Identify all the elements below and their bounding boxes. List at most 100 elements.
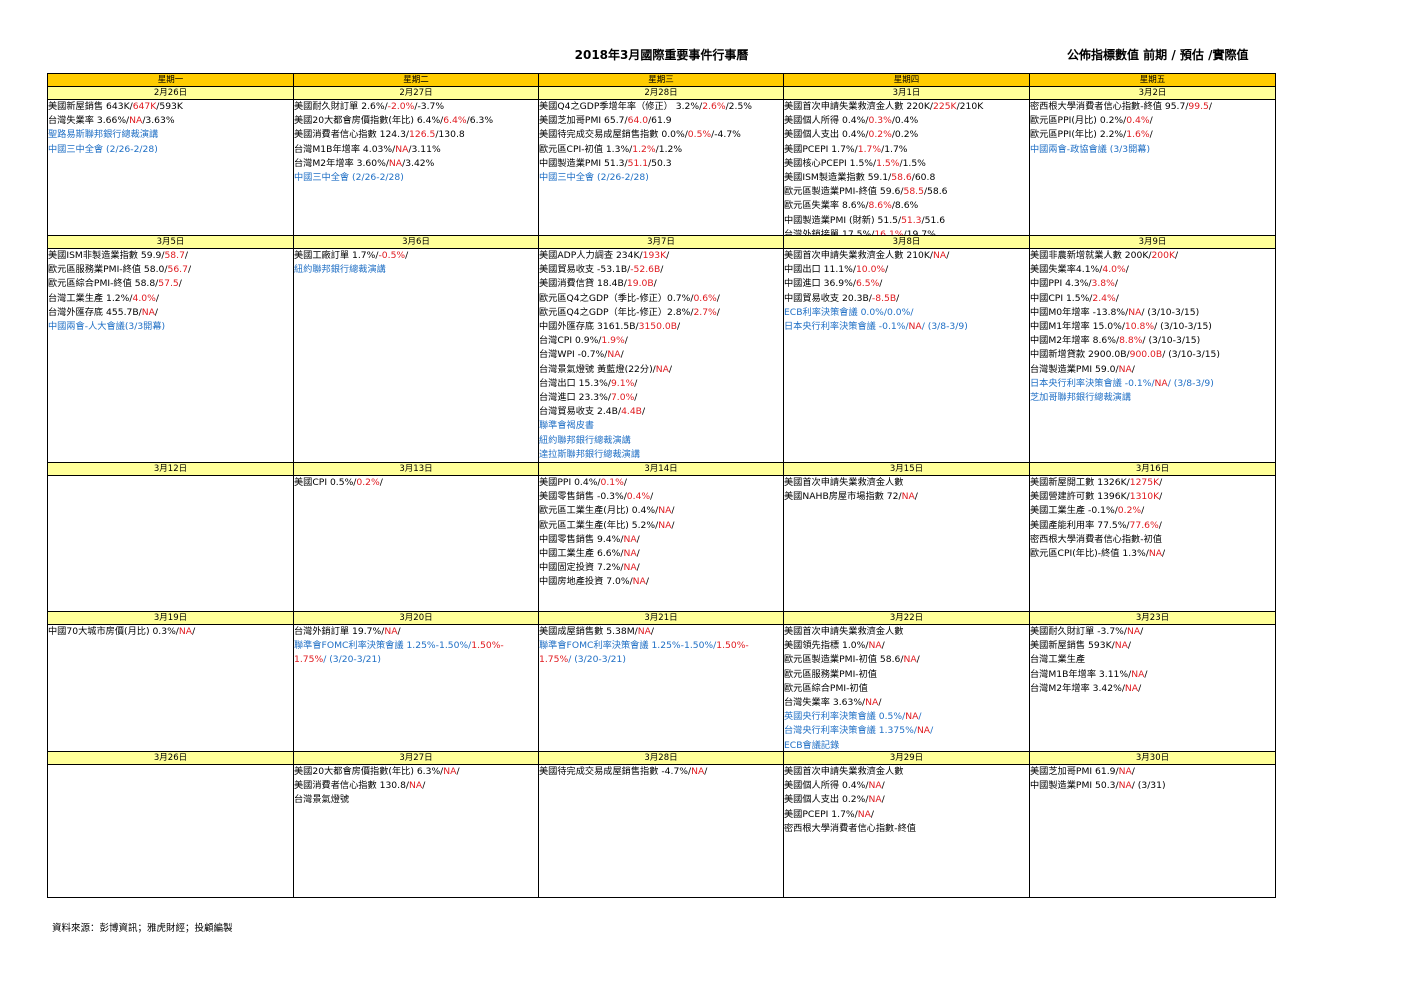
- day-cell: [47, 475, 294, 612]
- event-text: 中國進口 36.9%/: [784, 278, 856, 290]
- event-line: 美國個人所得 0.4%/0.3%/0.4%: [785, 114, 1029, 128]
- event-text: 台灣工業生產: [1030, 654, 1086, 666]
- event-line: 中國兩會-人大會議(3/3開幕): [48, 320, 293, 334]
- event-note: 聯準會褐皮書: [539, 420, 595, 432]
- event-text: /: [671, 519, 675, 531]
- event-text: 美國20大都會房價指數(年比) 6.4%/: [294, 115, 444, 127]
- event-line: 美國貿易收支 -53.1B/-52.6B/: [540, 263, 783, 277]
- date-label: 3月15日: [783, 462, 1030, 476]
- event-text: 美國個人所得 0.4%/: [784, 780, 869, 792]
- event-line: 台灣工業生產 1.2%/4.0%/: [49, 292, 293, 306]
- date-label: 3月13日: [293, 462, 539, 476]
- date-label: 3月14日: [538, 462, 784, 476]
- event-text: 美國新屋開工數 1326K/: [1030, 477, 1130, 488]
- date-label: 3月21日: [538, 611, 784, 625]
- event-text: /: [1138, 682, 1142, 694]
- event-line: 美國ISM非製造業指數 59.9/58.7/: [48, 250, 293, 264]
- event-text: /8.6%: [891, 200, 919, 212]
- event-text: /: [192, 626, 196, 637]
- date-label: 3月1日: [783, 86, 1030, 100]
- event-text: 台灣M2年增率 3.60%/: [294, 157, 389, 169]
- event-text: 美國新屋銷售 643K/: [48, 101, 133, 112]
- event-note: 聯準會FOMC利率決策會議 1.25%-1.50%/: [294, 640, 472, 652]
- event-note: 聯準會FOMC利率決策會議 1.25%-1.50%/: [539, 640, 717, 652]
- event-text: 歐元區PPI(年比) 2.2%/: [1030, 129, 1127, 141]
- event-text: 美國耐久財訂單 2.6%/: [294, 101, 388, 112]
- forecast-value: NA: [1118, 766, 1132, 777]
- event-line: 聖路易斯聯邦銀行總裁演講: [49, 128, 293, 142]
- event-text: 密西根大學消費者信心指數-初值: [1030, 533, 1162, 545]
- forecast-value: 56.7: [167, 264, 188, 276]
- event-text: /: [1144, 668, 1148, 680]
- event-line: 美國個人支出 0.2%/NA/: [785, 793, 1029, 807]
- event-line: 中國外匯存底 3161.5B/3150.0B/: [540, 320, 783, 334]
- event-text: / (3/10-3/15): [1162, 349, 1220, 361]
- event-line: 美國待完成交易成屋銷售指數 0.0%/0.5%/-4.7%: [540, 128, 783, 142]
- event-note: 中國兩會-政協會議 (3/3開幕): [1030, 143, 1151, 155]
- forecast-value: 0.2%: [356, 477, 380, 488]
- day-cell: 美國CPI 0.5%/0.2%/: [293, 475, 539, 612]
- event-text: / (3/10-3/15): [1141, 306, 1200, 318]
- event-line: 美國20大都會房價指數(年比) 6.3%/NA/: [295, 766, 538, 780]
- event-text: 歐元區CPI-初值 1.3%/: [539, 143, 633, 155]
- page-title: 2018年3月國際重要事件行事曆: [574, 48, 749, 62]
- event-text: /: [1141, 505, 1145, 517]
- forecast-value: 1.2%: [632, 143, 656, 155]
- weekday-header: 星期三: [538, 73, 784, 87]
- event-text: 美國首次申請失業救濟金人數: [784, 477, 904, 488]
- event-text: /: [650, 491, 654, 503]
- event-text: /: [634, 392, 638, 404]
- event-text: /6.3%: [466, 115, 494, 127]
- event-text: /0.4%: [891, 115, 919, 127]
- day-cell: 美國首次申請失業救濟金人數美國NAHB房屋市場指數 72/NA/: [783, 475, 1030, 612]
- event-text: /: [881, 640, 885, 652]
- event-note: 台灣央行利率決策會議 1.375%/: [784, 725, 917, 737]
- forecast-value: 10.8%: [1124, 321, 1155, 333]
- event-line: 美國消費者信心指數 124.3/126.5/130.8: [295, 128, 538, 142]
- forecast-value: 1.50%-: [471, 640, 504, 652]
- forecast-value: 4.0%: [1102, 264, 1126, 276]
- event-text: /: [620, 349, 624, 361]
- date-label: 3月9日: [1029, 235, 1276, 249]
- event-text: 中國CPI 1.5%/: [1030, 292, 1093, 304]
- event-text: 中國新增貸款 2900.0B/: [1030, 349, 1130, 361]
- event-text: /: [668, 363, 673, 375]
- event-line: 中國PPI 4.3%/3.8%/: [1031, 277, 1275, 291]
- day-cell: 美國新屋開工數 1326K/1275K/美國營建許可數 1396K/1310K/…: [1029, 475, 1276, 612]
- event-line: 台灣M2年增率 3.42%/NA/: [1031, 682, 1275, 696]
- forecast-value: 1.9%: [601, 335, 625, 347]
- day-cell: 美國非農新增就業人數 200K/200K/美國失業率4.1%/4.0%/中國PP…: [1029, 248, 1276, 463]
- forecast-value: NA: [868, 780, 882, 792]
- event-text: 歐元區製造業PMI-終值 59.6/: [784, 186, 904, 198]
- event-text: /: [456, 766, 460, 777]
- day-cell: 美國芝加哥PMI 61.9/NA/中國製造業PMI 50.3/NA/ (3/31…: [1029, 764, 1276, 898]
- event-line: 美國新屋開工數 1326K/1275K/: [1030, 477, 1275, 491]
- event-text: 歐元區綜合PMI-初值: [784, 682, 868, 694]
- event-line: 聯準會FOMC利率決策會議 1.25%-1.50%/1.50%-: [294, 639, 538, 653]
- event-line: 歐元區PPI(月比) 0.2%/0.4%/: [1031, 114, 1275, 128]
- forecast-value: NA: [868, 640, 882, 652]
- event-line: 歐元區CPI(年比)-終值 1.3%/NA/: [1031, 547, 1275, 561]
- event-line: 台灣出口 15.3%/9.1%/: [540, 377, 783, 391]
- forecast-value: NA: [1131, 668, 1145, 680]
- event-text: /: [1175, 250, 1179, 261]
- forecast-value: 58.6: [891, 172, 912, 184]
- event-line: 台灣外銷訂單 19.7%/NA/: [295, 626, 538, 640]
- event-line: 密西根大學消費者信心指數-終值: [785, 822, 1029, 836]
- forecast-value: NA: [933, 250, 947, 261]
- date-label: 3月7日: [538, 235, 784, 249]
- forecast-value: NA: [409, 780, 423, 792]
- event-text: 中國M1年增率 15.0%/: [1030, 321, 1125, 333]
- event-line: 歐元區服務業PMI-終值 58.0/56.7/: [49, 263, 293, 277]
- event-text: 美國產能利用率 77.5%/: [1030, 519, 1130, 531]
- event-note: 中國兩會-人大會議(3/3開幕): [48, 321, 166, 333]
- event-line: 美國耐久財訂單 2.6%/-2.0%/-3.7%: [294, 101, 538, 115]
- event-text: /: [641, 406, 646, 418]
- event-line: 美國ISM製造業指數 59.1/58.6/60.8: [785, 171, 1029, 185]
- event-text: 台灣貿易收支 2.4B/: [539, 406, 622, 418]
- event-text: 台灣景氣燈號 黃藍燈(22分)/: [539, 363, 656, 375]
- forecast-value: NA: [623, 548, 637, 560]
- event-text: 美國ISM非製造業指數 59.9/: [48, 250, 165, 261]
- event-text: 台灣失業率 3.66%/: [48, 115, 130, 127]
- event-text: /593K: [156, 101, 183, 112]
